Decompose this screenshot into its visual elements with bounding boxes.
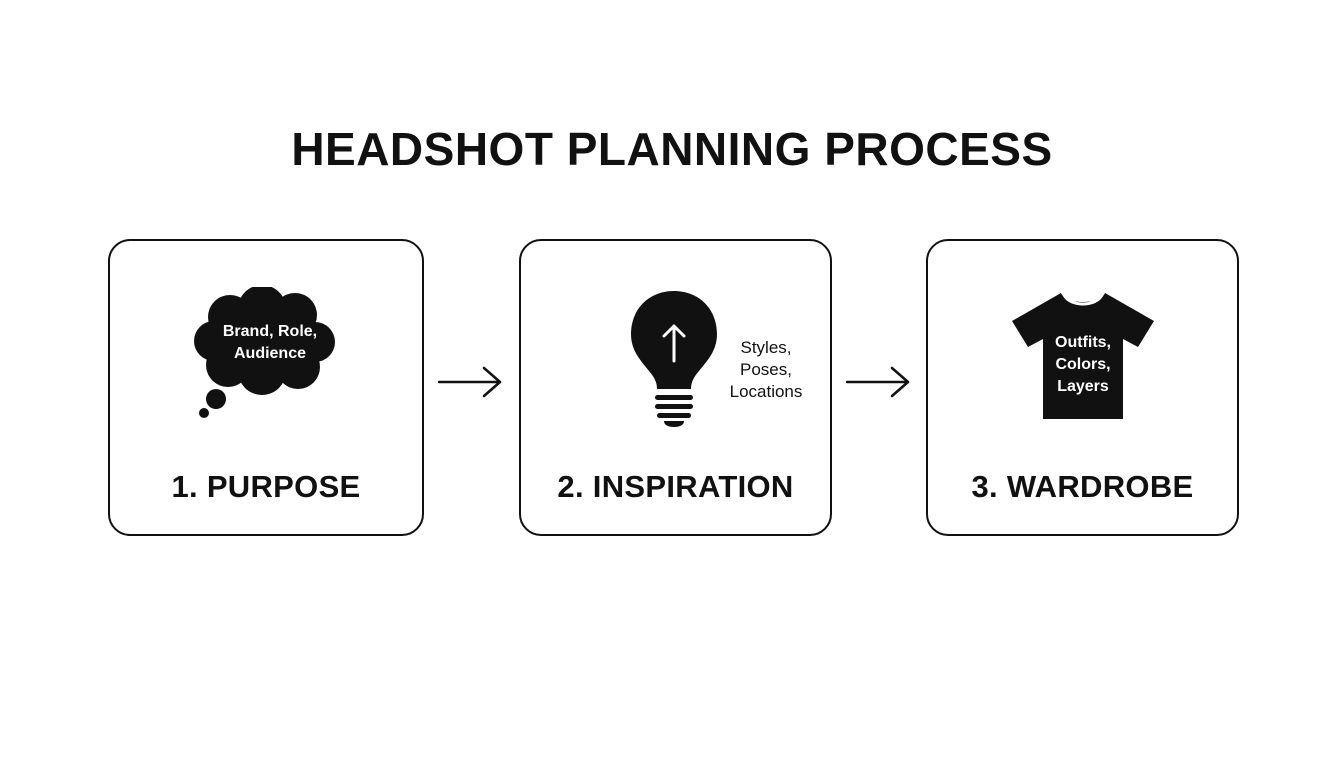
wardrobe-text-line: Outfits, (1055, 334, 1111, 351)
thought-bubble-icon (194, 287, 335, 418)
purpose-text-line: Brand, Role, (222, 323, 318, 340)
step-label-wardrobe: 3. WARDROBE (971, 469, 1194, 504)
step-label-inspiration: 2. INSPIRATION (557, 469, 794, 504)
wardrobe-text: Outfits, Colors, Layers (1038, 332, 1128, 398)
inspiration-text-line: Styles, (740, 338, 792, 357)
step-card-wardrobe: Outfits, Colors, Layers 3. WARDROBE (926, 239, 1239, 536)
inspiration-text-line: Locations (729, 382, 803, 401)
arrow-right-icon (438, 366, 502, 398)
wardrobe-text-line: Layers (1057, 378, 1109, 395)
wardrobe-text-line: Colors, (1055, 356, 1111, 373)
inspiration-text-line: Poses, (740, 360, 792, 379)
arrow-right-icon (846, 366, 910, 398)
step-card-inspiration: Styles, Poses, Locations 2. INSPIRATION (519, 239, 832, 536)
lightbulb-icon (631, 291, 717, 427)
purpose-text-line: Audience (233, 345, 306, 362)
diagram-title: HEADSHOT PLANNING PROCESS (291, 123, 1053, 175)
purpose-text: Brand, Role, Audience (200, 321, 340, 365)
tshirt-icon (1012, 293, 1154, 419)
step-card-purpose: Brand, Role, Audience 1. PURPOSE (108, 239, 424, 536)
step-label-purpose: 1. PURPOSE (171, 469, 361, 504)
inspiration-text: Styles, Poses, Locations (711, 337, 821, 403)
